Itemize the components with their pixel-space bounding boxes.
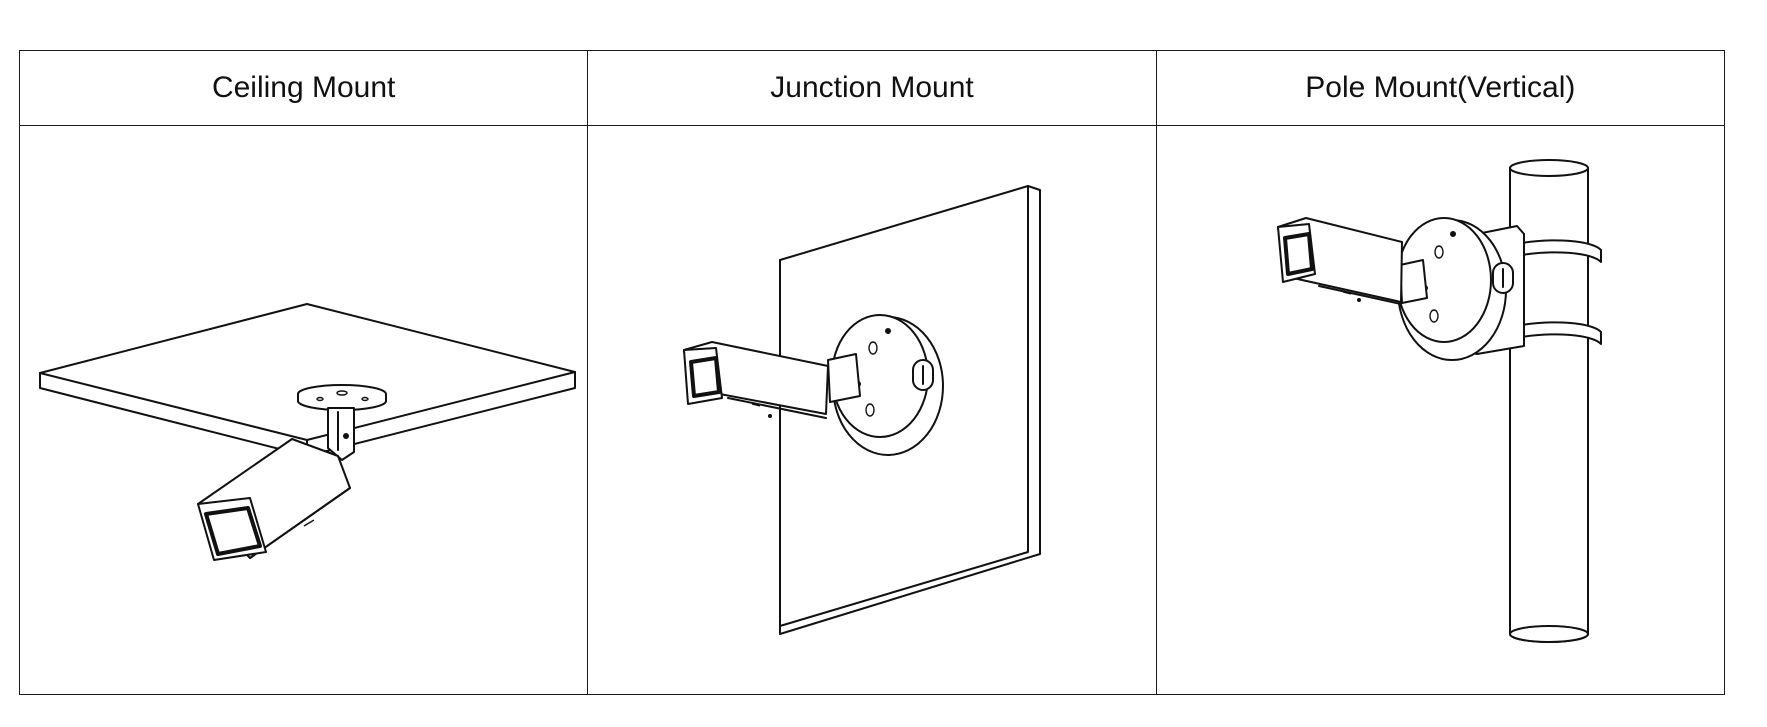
junction-mount-diagram-icon	[683, 185, 1042, 635]
ceiling-mount-diagram-icon	[39, 303, 576, 561]
junction-mount-cell	[587, 125, 1157, 695]
pole-mount-cell	[1155, 125, 1726, 695]
pole-mount-diagram-icon	[1276, 159, 1602, 643]
mount-header-row: Ceiling Mount Junction Mount Pole Mount(…	[18, 50, 1726, 126]
mount-diagram-row	[18, 125, 1726, 695]
junction-mount-title: Junction Mount	[587, 50, 1157, 126]
ceiling-mount-title: Ceiling Mount	[18, 50, 589, 126]
ceiling-mount-cell	[18, 125, 589, 695]
mount-types-table: Ceiling Mount Junction Mount Pole Mount(…	[18, 50, 1726, 695]
pole-mount-title: Pole Mount(Vertical)	[1155, 50, 1726, 126]
